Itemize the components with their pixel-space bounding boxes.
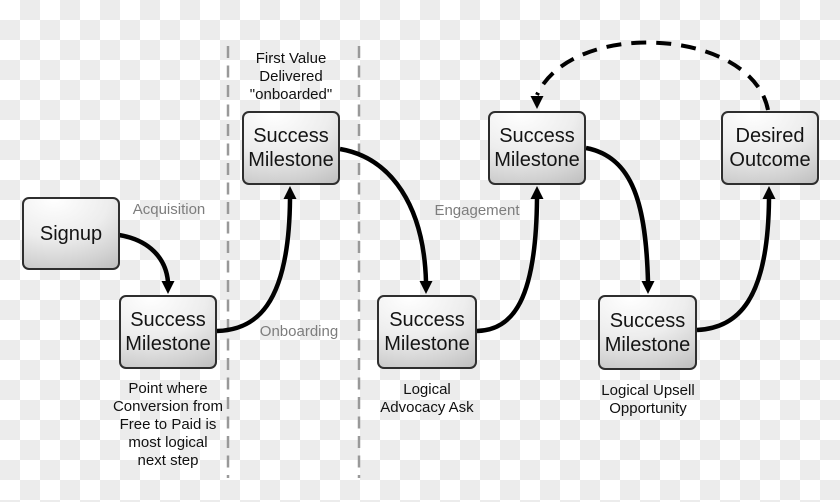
node-milestone-4-label: Success Milestone — [494, 125, 580, 171]
node-outcome-label: Desired Outcome — [729, 125, 811, 171]
node-milestone-3-label: Success Milestone — [384, 309, 470, 355]
caption-conversion-point: Point where Conversion from Free to Paid… — [112, 380, 224, 469]
edge-label-onboarding: Onboarding — [259, 323, 339, 340]
edge-milestone-2-to-milestone-3 — [339, 146, 429, 283]
arrowhead-into-milestone-5 — [641, 281, 655, 294]
arrowhead-loop-into-milestone-4 — [530, 96, 544, 109]
arrowhead-into-milestone-4 — [530, 186, 544, 199]
node-success-milestone-1: Success Milestone — [119, 295, 217, 369]
node-success-milestone-2: Success Milestone — [242, 111, 340, 185]
node-success-milestone-4: Success Milestone — [488, 111, 586, 185]
edge-milestone-4-to-milestone-5 — [585, 145, 651, 283]
caption-logical-advocacy-ask: Logical Advocacy Ask — [380, 381, 474, 416]
edge-milestone-3-to-milestone-4 — [476, 198, 540, 334]
edge-outcome-loop-dashed — [535, 40, 770, 111]
node-signup-label: Signup — [39, 222, 103, 245]
caption-logical-upsell-opportunity: Logical Upsell Opportunity — [601, 382, 695, 417]
node-milestone-1-label: Success Milestone — [125, 309, 211, 355]
node-signup: Signup — [22, 197, 120, 270]
edge-signup-to-milestone-1 — [118, 232, 171, 283]
edge-milestone-1-to-milestone-2 — [216, 198, 293, 334]
arrowhead-into-milestone-3 — [419, 281, 433, 294]
node-milestone-2-label: Success Milestone — [248, 125, 334, 171]
arrowhead-into-outcome — [762, 186, 776, 199]
arrowhead-into-milestone-1 — [161, 281, 175, 294]
edge-label-engagement: Engagement — [434, 202, 520, 219]
node-success-milestone-5: Success Milestone — [598, 295, 697, 370]
node-milestone-5-label: Success Milestone — [604, 309, 691, 356]
arrowhead-into-milestone-2 — [283, 186, 297, 199]
edge-label-acquisition: Acquisition — [132, 201, 206, 218]
edge-milestone-5-to-outcome — [696, 198, 772, 333]
node-desired-outcome: Desired Outcome — [721, 111, 819, 185]
node-success-milestone-3: Success Milestone — [377, 295, 477, 369]
caption-first-value-delivered: First Value Delivered "onboarded" — [249, 50, 333, 103]
